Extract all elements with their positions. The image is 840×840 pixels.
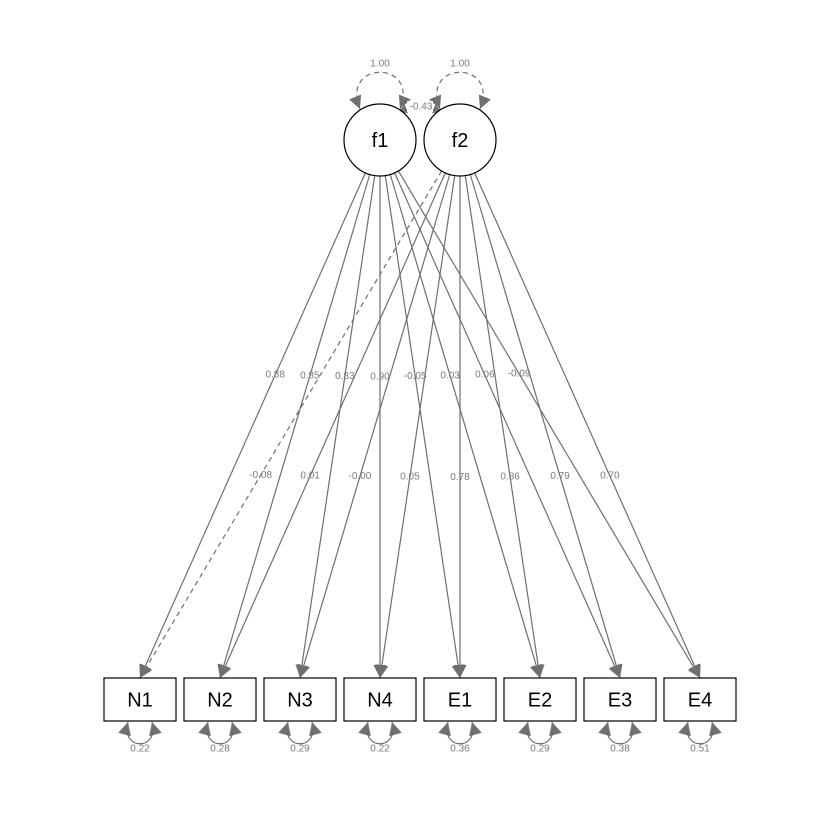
residual-label-E3: 0.38	[610, 744, 630, 755]
residual-loop-N3	[278, 721, 322, 745]
loading-label-f2-N3: -0.00	[348, 471, 371, 482]
residual-loop-N1	[118, 721, 162, 745]
indicator-node-N4	[343, 677, 417, 722]
variance-label-bg	[367, 58, 393, 69]
loading-edge-f1-N2	[217, 174, 371, 679]
residual-label-E1: 0.36	[450, 744, 470, 755]
loading-label-f1-N3: 0.83	[335, 371, 355, 382]
residual-loop-E1	[438, 721, 482, 745]
loading-label-f1-N2: 0.85	[300, 371, 320, 382]
indicator-label-E2: E2	[528, 690, 552, 712]
loading-edge-f2-E3	[469, 174, 623, 679]
loading-edge-f2-N3	[297, 174, 451, 679]
loading-edge-f1-E3	[394, 172, 621, 679]
variance-label-f2: 1.00	[450, 59, 470, 70]
residual-loop-E3	[598, 721, 642, 745]
residual-label-E4: 0.51	[690, 744, 710, 755]
indicator-node-N2	[183, 677, 257, 722]
indicator-node-E2	[503, 677, 577, 722]
indicator-label-E4: E4	[688, 690, 712, 712]
loading-label-f1-E1: -0.05	[404, 371, 427, 382]
indicator-node-E3	[583, 677, 657, 722]
loading-label-f1-E4: -0.09	[508, 368, 531, 379]
indicator-label-N1: N1	[127, 690, 153, 712]
indicator-node-E1	[423, 677, 497, 722]
indicator-node-E4	[663, 677, 737, 722]
loading-edge-f2-E2	[464, 175, 545, 679]
residual-label-N3: 0.29	[290, 744, 310, 755]
variance-label-f1: 1.00	[370, 59, 390, 70]
residual-label-N1: 0.22	[130, 744, 150, 755]
loading-label-f2-E3: 0.79	[550, 471, 570, 482]
residual-loop-N2	[198, 721, 242, 745]
loading-edge-f1-E4	[397, 170, 701, 679]
loading-label-f1-E3: 0.06	[475, 370, 495, 381]
loading-edge-f1-N1	[139, 172, 366, 679]
latent-label-f2: f2	[452, 130, 469, 152]
loading-label-f2-N1: -0.08	[249, 470, 272, 481]
loading-label-f2-E4: 0.70	[600, 471, 620, 482]
residual-label-E2: 0.29	[530, 744, 550, 755]
labels-layer: 0.88 0.85 0.83 0.90 -0.05 0.03 0.06 -0.09 -0.08 0…	[130, 58, 710, 755]
loading-label-f2-N2: 0.01	[300, 471, 320, 482]
loading-edge-f2-E4	[474, 172, 701, 679]
covariance-label-bg	[407, 101, 433, 112]
loading-edge-f1-E2	[389, 174, 543, 679]
residual-label-N4: 0.22	[370, 744, 390, 755]
loading-edge-f1-N3	[295, 175, 376, 679]
indicator-label-E1: E1	[448, 690, 472, 712]
covariance-label: -0.43	[410, 102, 433, 113]
residual-loop-N4	[358, 721, 402, 745]
indicator-label-E3: E3	[608, 690, 632, 712]
indicator-label-N3: N3	[287, 690, 313, 712]
edges-layer	[118, 71, 722, 745]
indicator-label-N2: N2	[207, 690, 233, 712]
loading-edge-f1-E1	[384, 175, 465, 679]
residual-label-N2: 0.28	[210, 744, 230, 755]
residual-loop-E2	[518, 721, 562, 745]
indicator-label-N4: N4	[367, 690, 393, 712]
residual-loop-E4	[678, 721, 722, 745]
latent-node-f1	[343, 103, 417, 177]
loading-label-f1-E2: 0.03	[440, 371, 460, 382]
indicator-node-N3	[263, 677, 337, 722]
loading-label-f1-N4: 0.90	[370, 371, 390, 382]
loading-label-f2-E1: 0.78	[450, 472, 470, 483]
indicator-node-N1	[103, 677, 177, 722]
latent-node-f2	[423, 103, 497, 177]
loading-edge-f2-N2	[219, 172, 446, 679]
variance-label-bg	[447, 58, 473, 69]
loading-label-f2-E2: 0.86	[500, 472, 520, 483]
loading-label-f1-N1: 0.88	[265, 370, 285, 381]
loading-label-f2-N4: 0.05	[400, 472, 420, 483]
latent-label-f1: f1	[372, 130, 389, 152]
loading-edge-f2-N4	[375, 175, 456, 679]
